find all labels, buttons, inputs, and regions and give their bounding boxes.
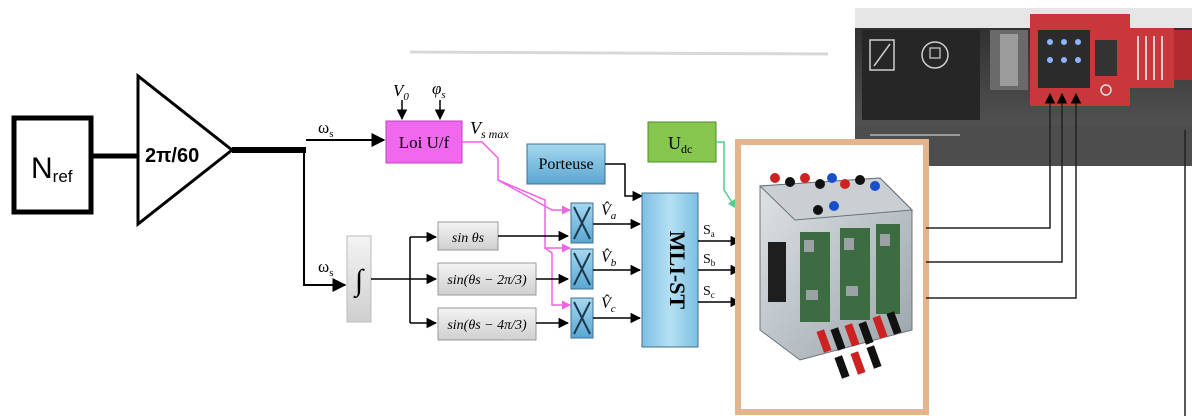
sin-b-block: sin(θs − 2π/3)	[438, 263, 536, 295]
sa-label: Sa	[703, 223, 715, 239]
multiplier-a	[571, 203, 593, 243]
sin-a-block: sin θs	[438, 222, 498, 250]
sc-label: Sc	[703, 284, 715, 300]
vc-label: V̂c	[601, 293, 616, 315]
sin-b-label: sin(θs − 2π/3)	[447, 273, 527, 288]
udc-block: Udc	[648, 122, 716, 162]
v0-label: V0	[393, 81, 409, 103]
loi-uf-label: Loi U/f	[399, 133, 450, 152]
udc-to-inverter-wire	[716, 142, 736, 208]
porteuse-to-mli-wire	[605, 164, 642, 196]
integrator-block: ∫	[347, 236, 371, 322]
sin-c-label: sin(θs − 4π/3)	[447, 318, 527, 333]
multiplier-b	[571, 249, 593, 289]
omega-bottom-label: ωs	[318, 257, 333, 279]
multiplier-c	[571, 298, 593, 338]
sin-c-block: sin(θs − 4π/3)	[438, 308, 536, 340]
inverter-board-photo	[738, 142, 926, 412]
sb-label: Sb	[703, 252, 716, 268]
vb-label: V̂b	[601, 247, 617, 269]
porteuse-label: Porteuse	[538, 156, 593, 173]
mli-st-label: MLI-ST	[665, 231, 690, 310]
phi-label: φs	[432, 79, 446, 101]
vsmax-label: Vs max	[470, 118, 509, 141]
integrator-label: ∫	[353, 264, 365, 299]
gain-label: 2π/60	[145, 145, 199, 167]
sin-a-label: sin θs	[452, 231, 485, 246]
theta-wires	[371, 237, 436, 323]
separator-line	[410, 52, 828, 54]
omega-top-label: ωs	[318, 118, 333, 140]
loi-uf-block: Loi U/f	[386, 121, 462, 163]
gain-block: 2π/60	[138, 76, 232, 224]
va-label: V̂a	[601, 200, 617, 222]
porteuse-block: Porteuse	[527, 144, 605, 184]
nref-block: Nref	[14, 118, 91, 212]
mli-st-block: MLI-ST	[642, 193, 698, 347]
